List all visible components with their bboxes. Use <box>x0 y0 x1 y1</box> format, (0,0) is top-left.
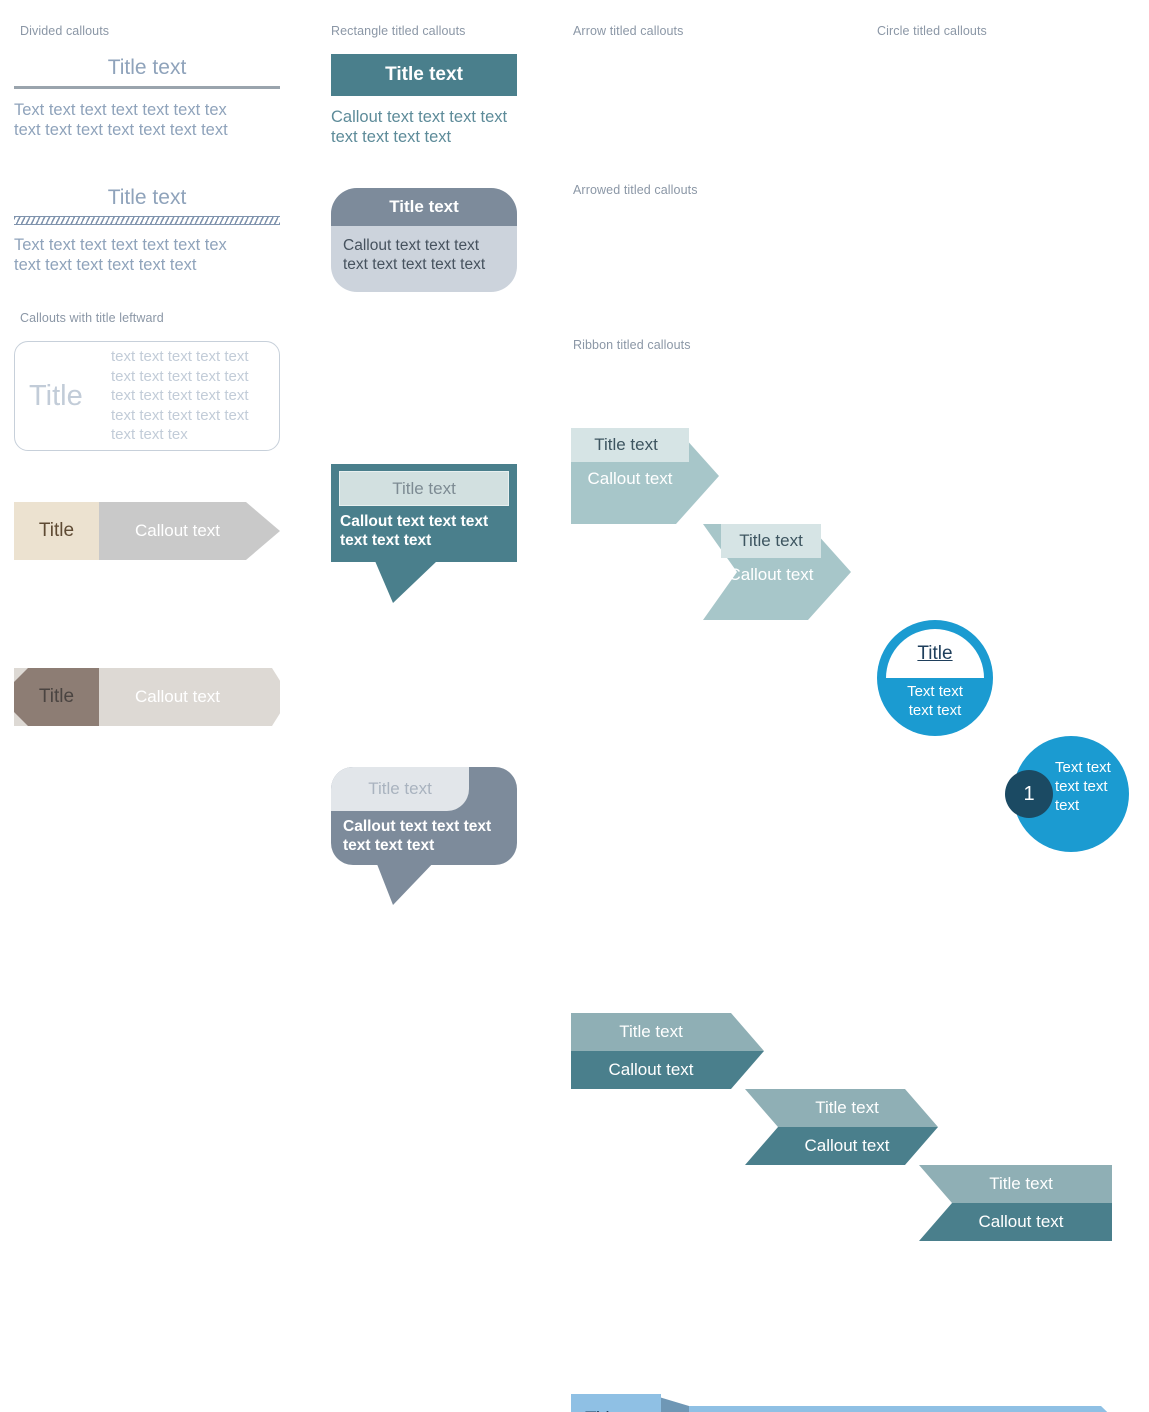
rounded-callout-title: Title text <box>331 188 517 226</box>
divided-callout-1-title: Title text <box>107 56 187 79</box>
callouts-canvas: Divided callouts Title text Text text te… <box>14 24 1131 1412</box>
leftward-line-2: text text text text text <box>111 367 249 385</box>
gray-bubble-tail <box>375 859 437 905</box>
divided-callout-1[interactable]: Title text Text text text text text text… <box>14 56 284 140</box>
rounded-callout-line2: text text text text text <box>343 256 486 273</box>
arrowed-titled-callout-3[interactable]: Title text Callout text <box>919 1165 1112 1241</box>
arrow-titled-callout-2[interactable]: Title text Callout text <box>703 524 851 620</box>
circle-ring-text: Text text text text <box>877 682 993 720</box>
teal-bubble-text: Callout text text text text text text <box>340 512 510 550</box>
circle-numbered-text: Text text text text text <box>1055 758 1127 815</box>
divided-callout-2-title: Title text <box>107 186 187 209</box>
arrow-titled-callout-1-title: Title text <box>594 435 658 454</box>
circle-titled-callout-ring[interactable]: Title Text text text text <box>877 620 993 736</box>
divided-callout-1-divider <box>14 86 280 89</box>
arrowed-callout-2-title: Title text <box>815 1098 879 1117</box>
divided-callout-2-line1: Text text text text text text tex <box>14 236 227 254</box>
teal-bubble-line2: text text text <box>340 532 432 549</box>
circle-ring-line2: text text <box>908 702 962 719</box>
circle-numbered-line3: text <box>1055 797 1080 814</box>
arrowed-callout-1-text: Callout text <box>608 1060 694 1079</box>
teal-bubble-title: Title text <box>339 471 509 506</box>
divided-callout-1-line2: text text text text text text text <box>14 121 228 139</box>
ribbon-1-callout: Callout text <box>689 1406 1131 1412</box>
circle-ring-title: Title <box>917 643 953 664</box>
section-label-callouts-title-leftward: Callouts with title leftward <box>20 311 164 325</box>
leftward-title-callout[interactable]: Title text text text text text text text… <box>14 341 280 451</box>
section-label-ribbon-titled-callouts: Ribbon titled callouts <box>573 338 691 352</box>
divided-callout-2[interactable]: Title text Text text text text text text… <box>14 186 284 275</box>
gray-bubble-line2: text text text <box>343 837 435 854</box>
arrow-titled-callout-2-band <box>721 524 821 558</box>
arrowed-callout-3-text: Callout text <box>978 1212 1064 1231</box>
gray-speech-bubble-callout[interactable]: Title text Callout text text text text t… <box>331 767 517 905</box>
arrow-titled-callout-1-band <box>571 428 689 462</box>
arrow-callout-1-text: Callout text <box>134 521 221 540</box>
teal-speech-bubble-callout[interactable]: Title text Callout text text text text t… <box>331 464 517 603</box>
section-label-arrow-titled-callouts: Arrow titled callouts <box>573 24 684 38</box>
title-left-arrow-callout-2[interactable]: Callout text Title <box>14 668 280 726</box>
arrow-titled-callout-1-text: Callout text <box>587 469 673 488</box>
arrow-callout-1-title: Title <box>14 502 99 560</box>
rectangle-callout-line2: text text text text <box>331 128 452 146</box>
title-left-arrow-callout-1[interactable]: Callout text Title <box>14 502 280 560</box>
section-label-arrowed-titled-callouts: Arrowed titled callouts <box>573 183 698 197</box>
circle-titled-callout-numbered[interactable]: Text text text text text 1 <box>1005 736 1129 852</box>
gray-bubble-title: Title text <box>331 767 469 811</box>
rounded-callout-line1: Callout text text text <box>343 237 480 254</box>
gray-bubble-line1: Callout text text text <box>343 818 492 835</box>
arrow-callout-2-title: Title <box>14 668 99 726</box>
rectangle-callout-line1: Callout text text text text <box>331 108 508 126</box>
leftward-callout-title: Title <box>29 379 83 412</box>
teal-bubble-tail <box>375 561 437 603</box>
circle-number-badge: 1 <box>1005 770 1053 818</box>
rounded-callout-text: Callout text text text text text text te… <box>331 226 517 274</box>
arrowed-callout-2-text: Callout text <box>804 1136 890 1155</box>
section-label-divided-callouts: Divided callouts <box>20 24 110 38</box>
arrowed-titled-callout-1[interactable]: Title text Callout text <box>571 1013 764 1089</box>
arrowed-callout-1-title: Title text <box>619 1022 683 1041</box>
rounded-titled-callout[interactable]: Title text Callout text text text text t… <box>331 188 517 292</box>
arrow-titled-callout-2-title: Title text <box>739 531 803 550</box>
rectangle-titled-callout[interactable]: Title text Callout text text text text t… <box>331 54 531 147</box>
circle-numbered-line2: text text <box>1055 778 1108 795</box>
divided-callout-2-line2: text text text text text text <box>14 256 197 274</box>
ribbon-callout-1[interactable]: Callout text Title <box>571 1394 1131 1412</box>
teal-bubble-line1: Callout text text text <box>340 513 489 530</box>
divided-callout-1-line1: Text text text text text text tex <box>14 101 227 119</box>
leftward-line-3: text text text text text <box>111 387 249 405</box>
gray-bubble-text: Callout text text text text text text <box>343 817 511 855</box>
rectangle-callout-title: Title text <box>331 54 517 96</box>
circle-ring-line1: Text text <box>907 683 963 700</box>
leftward-line-5: text text tex <box>111 426 188 444</box>
section-label-circle-titled-callouts: Circle titled callouts <box>877 24 987 38</box>
divided-callout-2-divider-hatched <box>14 216 280 225</box>
arrow-titled-callout-1[interactable]: Title text Callout text <box>571 428 719 524</box>
arrow-callout-2-text: Callout text <box>134 687 221 706</box>
leftward-line-1: text text text text text <box>111 348 249 366</box>
section-label-rectangle-titled-callouts: Rectangle titled callouts <box>331 24 466 38</box>
arrow-titled-callout-2-text: Callout text <box>728 565 814 584</box>
leftward-callout-text: text text text text text text text text … <box>111 347 279 445</box>
arrowed-callout-3-title: Title text <box>989 1174 1053 1193</box>
circle-numbered-line1: Text text <box>1055 759 1111 776</box>
leftward-line-4: text text text text text <box>111 406 249 424</box>
ribbon-1-title: Title <box>571 1394 661 1412</box>
arrowed-titled-callout-2[interactable]: Title text Callout text <box>745 1089 938 1165</box>
